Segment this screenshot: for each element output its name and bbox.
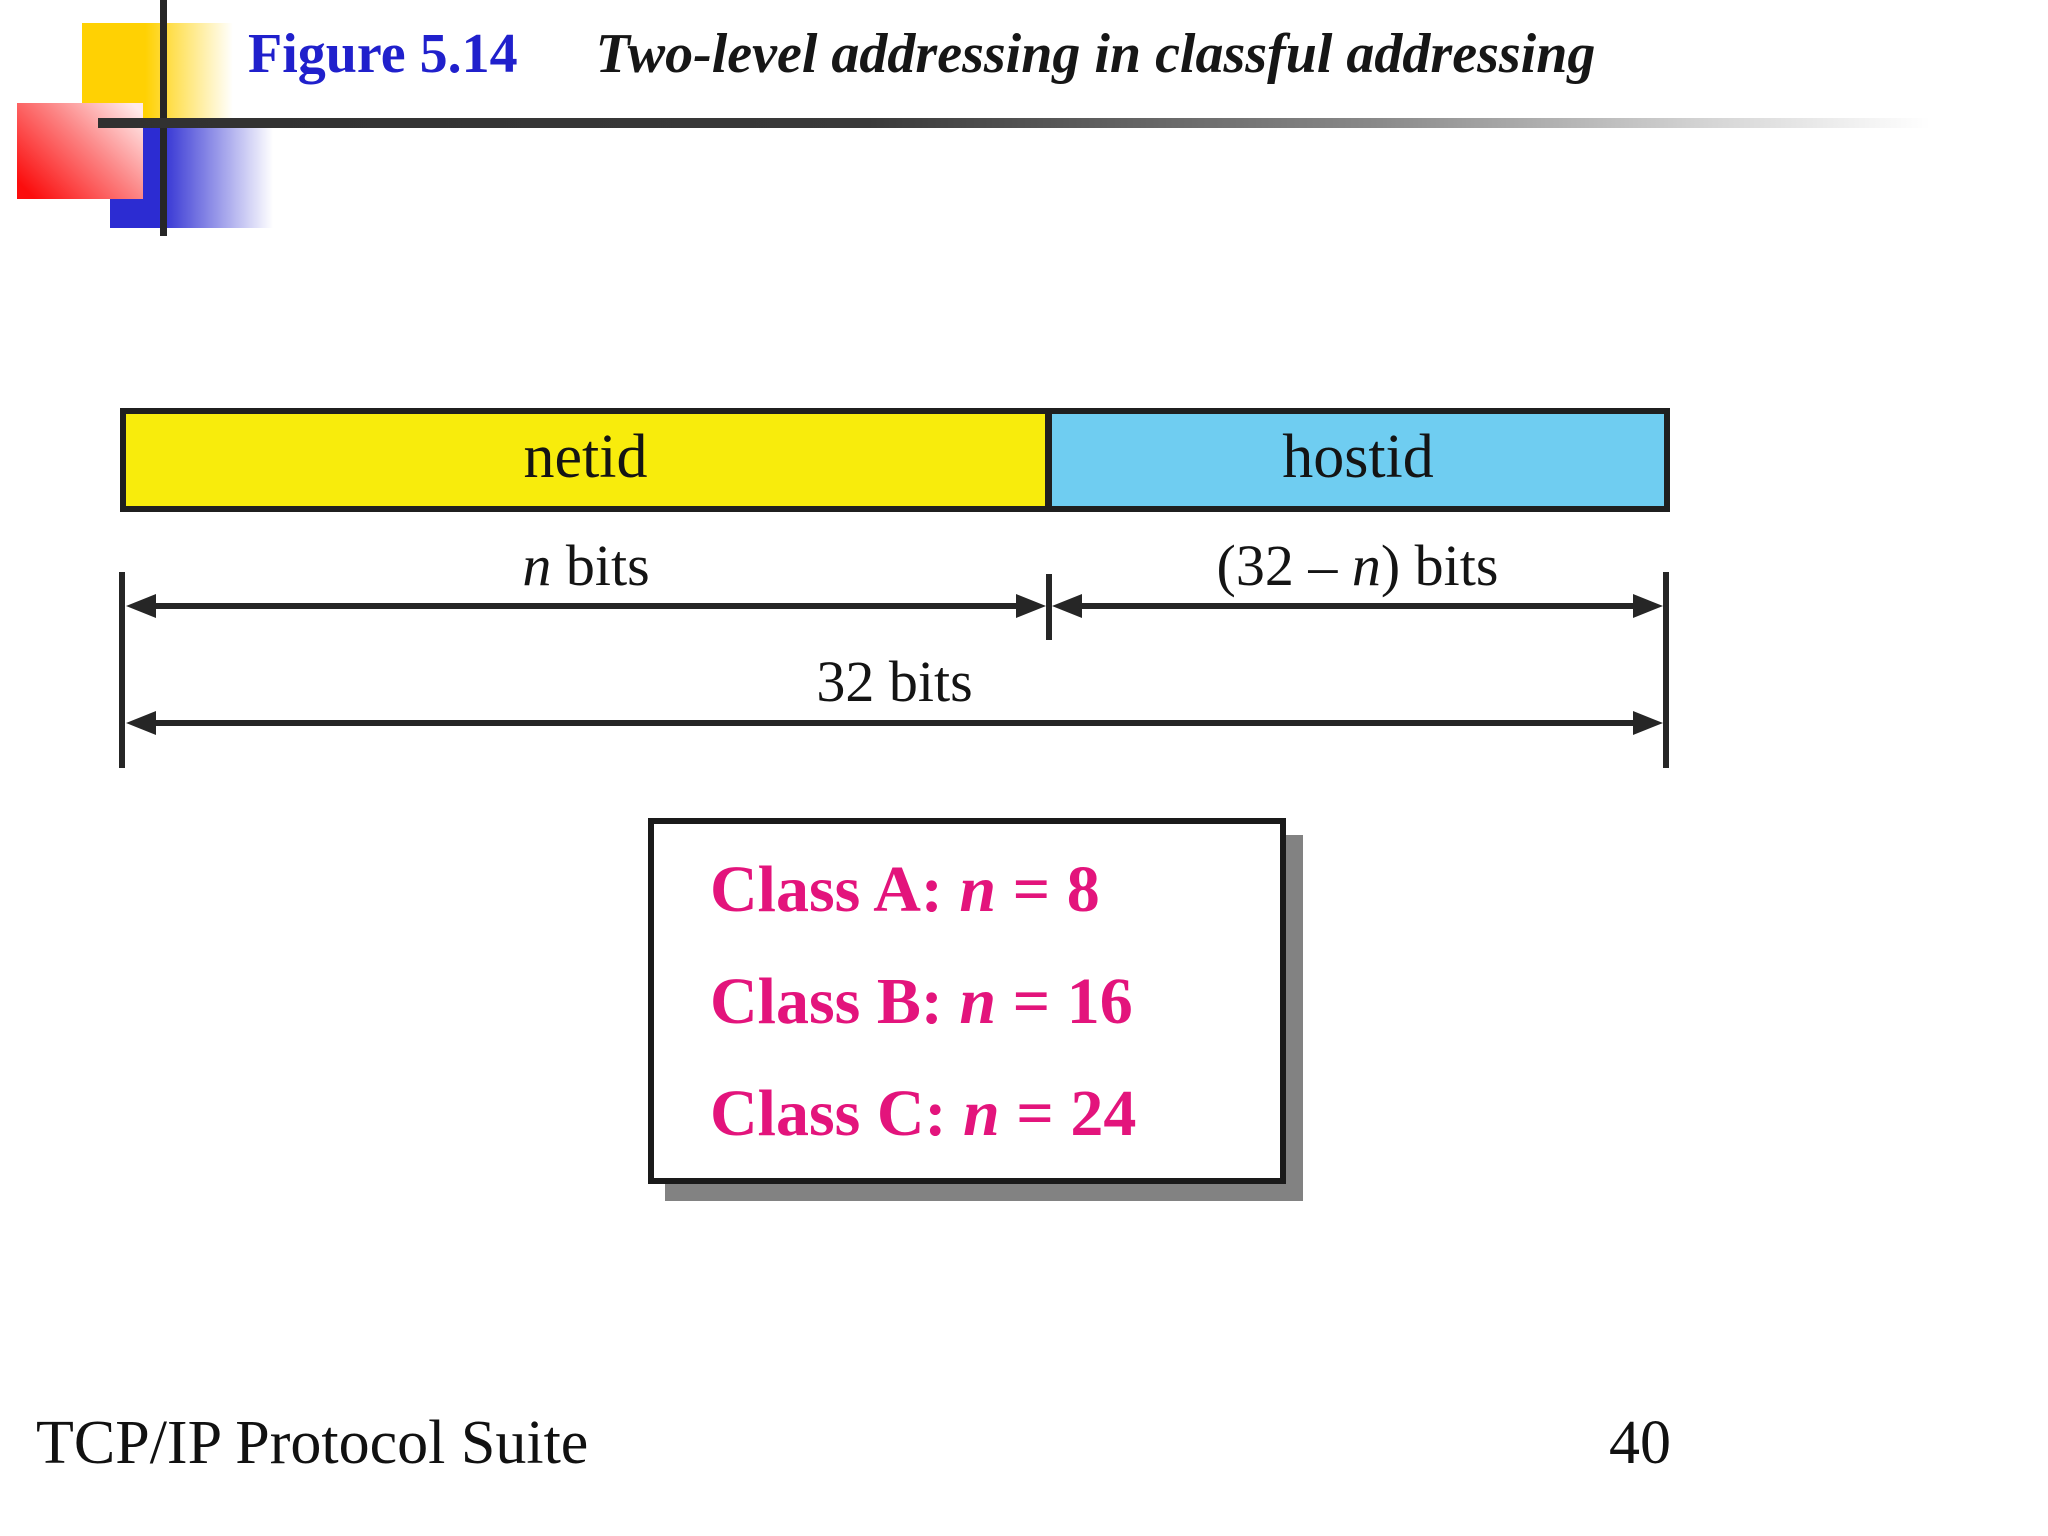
hostid-bits-label-variable: n xyxy=(1351,533,1381,598)
slide-header: Figure 5.14 Two-level addressing in clas… xyxy=(248,22,1595,94)
class-a-variable: n xyxy=(959,853,997,926)
footer-book-title: TCP/IP Protocol Suite xyxy=(36,1409,589,1477)
hostid-label: hostid xyxy=(1282,422,1434,491)
arrow-head-right-icon xyxy=(1016,594,1046,618)
figure-title: Two-level addressing in classful address… xyxy=(595,23,1596,85)
hostid-bits-label: (32 – n) bits xyxy=(1052,532,1663,599)
hostid-bits-arrow xyxy=(1052,594,1663,618)
dimension-tick-middle xyxy=(1046,574,1052,640)
netid-bits-arrow xyxy=(126,594,1046,618)
figure-label: Figure 5.14 xyxy=(248,23,518,85)
arrow-head-right-icon xyxy=(1633,594,1663,618)
netid-bits-label: n bits xyxy=(126,532,1046,599)
total-bits-label-pre: 32 bits xyxy=(816,649,973,714)
class-b-variable: n xyxy=(959,965,997,1038)
decoration-yellow-square xyxy=(82,23,233,118)
address-bar: netid hostid xyxy=(120,408,1670,512)
class-c-value: = 24 xyxy=(999,1077,1137,1150)
netid-field: netid xyxy=(126,414,1045,506)
class-a-value: = 8 xyxy=(996,853,1100,926)
class-b-name: Class B: xyxy=(710,965,960,1038)
hostid-bits-label-post: ) bits xyxy=(1380,533,1499,598)
netid-label: netid xyxy=(523,422,648,491)
total-bits-arrow xyxy=(126,711,1663,735)
arrow-shaft xyxy=(148,720,1641,726)
netid-bits-label-variable: n xyxy=(522,533,552,598)
dimension-tick-right xyxy=(1663,572,1669,768)
netid-bits-label-post: bits xyxy=(551,533,650,598)
class-b-value: = 16 xyxy=(996,965,1133,1038)
title-underline-rule xyxy=(98,118,1930,128)
total-bits-label: 32 bits xyxy=(126,648,1663,715)
arrow-shaft xyxy=(1074,603,1641,609)
page-number: 40 xyxy=(1609,1409,1671,1477)
class-a-line: Class A: n = 8 xyxy=(710,834,1280,946)
hostid-bits-label-pre: (32 – xyxy=(1216,533,1352,598)
class-a-name: Class A: xyxy=(710,853,960,926)
class-c-name: Class C: xyxy=(710,1077,964,1150)
hostid-field: hostid xyxy=(1052,414,1664,506)
class-values-box: Class A: n = 8 Class B: n = 16 Class C: … xyxy=(648,818,1286,1184)
dimension-tick-left xyxy=(119,572,125,768)
arrow-head-right-icon xyxy=(1633,711,1663,735)
class-c-line: Class C: n = 24 xyxy=(710,1058,1280,1170)
netid-hostid-divider xyxy=(1045,414,1052,506)
class-c-variable: n xyxy=(963,1077,1000,1150)
arrow-shaft xyxy=(148,603,1024,609)
class-b-line: Class B: n = 16 xyxy=(710,946,1280,1058)
